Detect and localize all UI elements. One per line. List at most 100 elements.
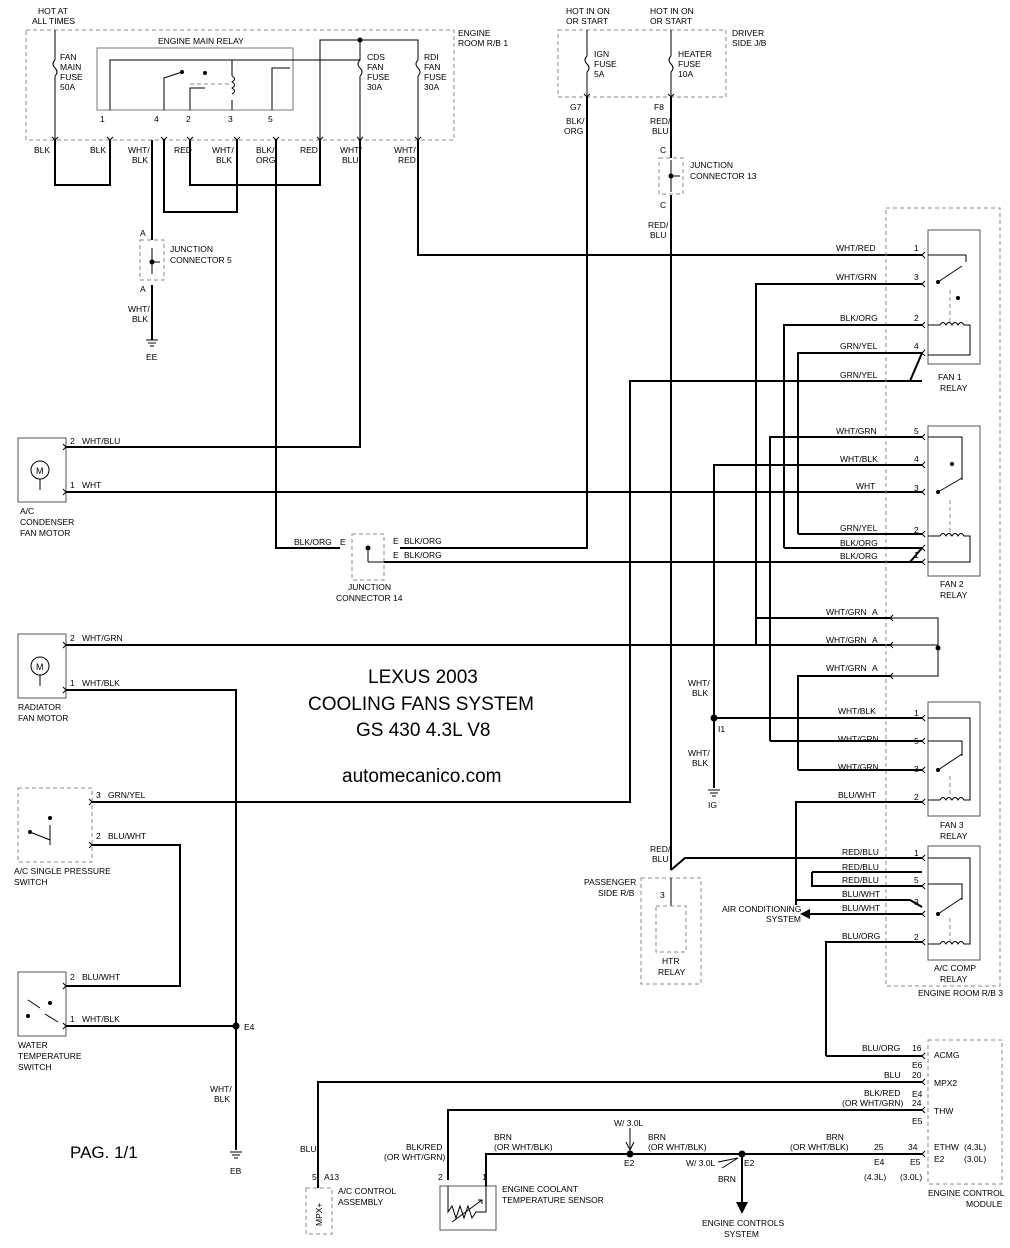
jb-label-1: DRIVER: [732, 28, 764, 38]
ac-comp-relay: A/C COMP RELAY 1 RED/BLU RED/BLU 5 RED/B…: [670, 845, 981, 1056]
passenger-pin-3: 3: [660, 890, 665, 900]
fan1-wire-4: GRN/YEL: [840, 341, 878, 351]
a-pin-1: A: [872, 607, 878, 617]
a-wire-1: WHT/GRN: [826, 607, 867, 617]
engine-control-module: ENGINE CONTROL MODULE BLU/ORG 16 E6 ACMG…: [317, 1039, 1005, 1209]
accontrol-signal: MPX+: [314, 1203, 324, 1226]
ecm-label-1: ENGINE CONTROL: [928, 1188, 1005, 1198]
jc5-wire-1: WHT/: [128, 304, 150, 314]
radiator-label-2: FAN MOTOR: [18, 713, 68, 723]
jc13-pin-top: C: [660, 145, 666, 155]
hot-on-1a: HOT IN ON: [566, 6, 610, 16]
accomp-wire-extra2: BLU/WHT: [842, 889, 880, 899]
fan2-coil-icon: [928, 533, 971, 563]
main-relay-switch-icon: [163, 71, 183, 110]
engine-main-relay-label: ENGINE MAIN RELAY: [158, 36, 244, 46]
pressure-switch-label-1: A/C SINGLE PRESSURE: [14, 866, 111, 876]
radiator-pin1-wire: WHT/BLK: [82, 678, 120, 688]
jc5-pin-top: A: [140, 228, 146, 238]
ecm-row3-conn: E5: [912, 1116, 923, 1126]
ecm-row3-pin: 24: [912, 1098, 922, 1108]
fan3-label-2: RELAY: [940, 831, 968, 841]
ecm-ethw-note: (4.3L): [964, 1142, 986, 1152]
temp-switch-label-3: SWITCH: [18, 1062, 52, 1072]
e2-arrow-icon: [625, 1128, 635, 1152]
fan1-coil-icon: [928, 322, 971, 356]
fan3-relay: FAN 3 RELAY 1 WHT/BLK 5 WHT/GRN 3 WHT/GR…: [770, 701, 981, 905]
jc14-pin-r2: E: [393, 550, 399, 560]
connector-marks: [51, 93, 926, 1158]
rb1-label-1: ENGINE: [458, 28, 491, 38]
a-pin-3: A: [872, 663, 878, 673]
passenger-label-1: PASSENGER: [584, 877, 636, 887]
cds-fuse-icon: [357, 59, 363, 77]
htr-label-1: HTR: [662, 956, 679, 966]
e4-wire-2: BLK: [214, 1094, 230, 1104]
c-wire-1: RED/: [648, 220, 669, 230]
accontrol-label-1: A/C CONTROL: [338, 1186, 396, 1196]
ect-sensor: BLK/RED (OR WHT/GRN) BRN (OR WHT/BLK) 2 …: [384, 1132, 742, 1231]
title-line-1: LEXUS 2003: [368, 667, 478, 688]
page-number: PAG. 1/1: [70, 1143, 138, 1162]
cds-fuse-l1: CDS: [367, 52, 385, 62]
fan1-wire-2: BLK/ORG: [840, 313, 878, 323]
wire-label-blk2: BLK: [90, 145, 106, 155]
a-pin-2: A: [872, 635, 878, 645]
ect-label-2: TEMPERATURE SENSOR: [502, 1195, 604, 1205]
fan2-relay: FAN 2 RELAY 5 WHT/GRN 4 WHT/BLK 3 WHT 2 …: [713, 425, 981, 741]
ground-ee-label: EE: [146, 352, 158, 362]
cds-fuse-l2: FAN: [367, 62, 384, 72]
pressure-pin3-wire: GRN/YEL: [108, 790, 146, 800]
jc5-label-2: CONNECTOR 5: [170, 255, 232, 265]
accontrol-conn: A13: [324, 1172, 339, 1182]
fan3-wire-1: WHT/BLK: [838, 706, 876, 716]
thermistor-icon: [447, 1186, 487, 1220]
ecm-row2-signal: MPX2: [934, 1078, 957, 1088]
wire-label-whtblk-a1: WHT/: [128, 145, 150, 155]
jc13-label-2: CONNECTOR 13: [690, 171, 757, 181]
accomp-wire-5: RED/BLU: [842, 875, 879, 885]
g7-wire-1: BLK/: [566, 116, 585, 126]
wire-label-whtblu2: BLU: [342, 155, 359, 165]
fan3-wire-3: WHT/GRN: [838, 762, 879, 772]
ecm-note-30: (3.0L): [900, 1172, 922, 1182]
i1-wire-top-1: WHT/: [688, 678, 710, 688]
accomp-wire-1: RED/BLU: [842, 847, 879, 857]
ac-condenser-fan-motor: M A/C CONDENSER FAN MOTOR 2 WHT/BLU 1 WH…: [17, 436, 922, 538]
fan3-coil-icon: [928, 717, 971, 801]
accomp-wire-extra1: RED/BLU: [842, 862, 879, 872]
fan3-wire-5: WHT/GRN: [838, 734, 879, 744]
accomp-pin-3: 3: [914, 897, 919, 907]
passenger-wire-1: RED/: [650, 844, 671, 854]
jc13-pin-bot: C: [660, 200, 666, 210]
fan3-pin-2: 2: [914, 792, 919, 802]
ecm-row1-pin: 16: [912, 1043, 922, 1053]
f8-wire-1: RED/: [650, 116, 671, 126]
jc14-pin-r1: E: [393, 536, 399, 546]
ac-system-label-2: SYSTEM: [766, 914, 801, 924]
wire-label-blkorg1: BLK/: [256, 145, 275, 155]
fan-main-fuse-icon: [52, 59, 58, 77]
fan1-pin-4: 4: [914, 341, 919, 351]
accomp-switch-icon: [928, 883, 963, 915]
accontrol-wire: BLU: [300, 1144, 317, 1154]
fan1-pin-2: 2: [914, 313, 919, 323]
wire-label-blkorg2: ORG: [256, 155, 275, 165]
heater-fuse-l2: FUSE: [678, 59, 701, 69]
radiator-label-1: RADIATOR: [18, 702, 61, 712]
accomp-coil-icon: [928, 857, 971, 945]
pin-g7: G7: [570, 102, 582, 112]
fan2-pin-5: 5: [914, 426, 919, 436]
temp-switch-icon: [27, 999, 59, 1023]
temp-pin1-wire: WHT/BLK: [82, 1014, 120, 1024]
radiator-pin2-wire: WHT/GRN: [82, 633, 123, 643]
ecm-row2-wire: BLU: [884, 1070, 901, 1080]
splice-e4: E4 WHT/ BLK EB: [210, 1022, 255, 1176]
i1-wire-top-2: BLK: [692, 688, 708, 698]
title-block: LEXUS 2003 COOLING FANS SYSTEM GS 430 4.…: [70, 667, 534, 1162]
ecm-e2: E2: [934, 1154, 945, 1164]
e2-wire-right-2: (OR WHT/BLK): [790, 1142, 849, 1152]
passenger-wire-2: BLU: [652, 854, 669, 864]
ecm-ethw: ETHW: [934, 1142, 959, 1152]
